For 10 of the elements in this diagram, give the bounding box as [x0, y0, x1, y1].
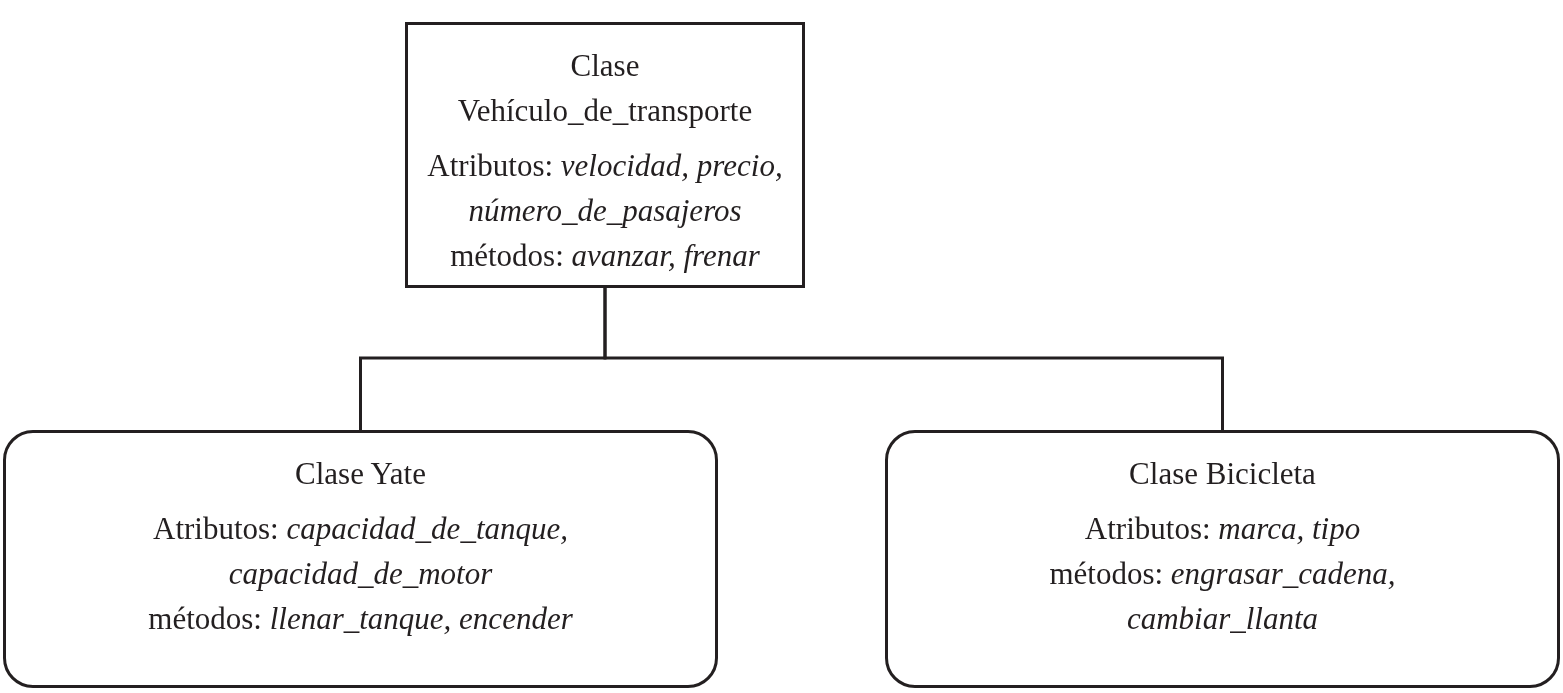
methods-text: métodos: engrasar_cadena, cambiar_llanta	[1048, 555, 1397, 638]
methods-text: métodos: llenar_tanque, encender	[148, 600, 573, 638]
connector-line	[603, 288, 1224, 430]
class-name: Clase Yate	[295, 455, 426, 493]
attributes-text: Atributos: marca, tipo	[1084, 510, 1361, 548]
class-name: Clase Bicicleta	[1129, 455, 1316, 493]
methods-text: métodos: avanzar, frenar	[450, 237, 760, 275]
class-rounded-box	[3, 430, 718, 688]
class-box	[405, 22, 805, 288]
class-rounded-box	[885, 430, 1560, 688]
